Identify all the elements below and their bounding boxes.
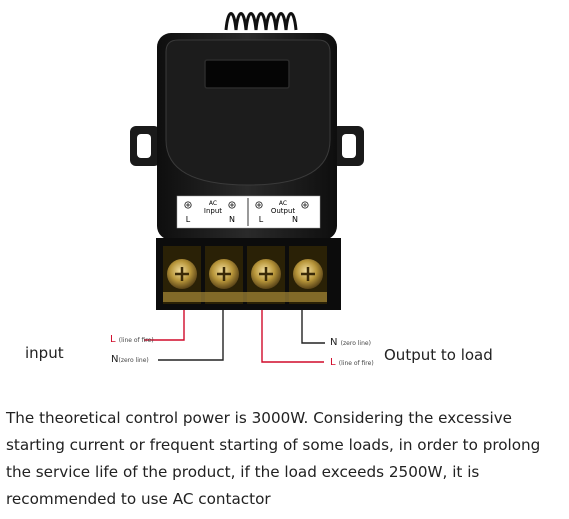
input-group-ac: AC xyxy=(208,200,218,207)
output-group-title: Output xyxy=(270,207,296,215)
wire-note: (line of fire) xyxy=(118,337,154,344)
wire-label-output-neutral: N (zero line) xyxy=(330,337,371,348)
relay-module-diagram xyxy=(130,12,364,363)
wire-input-neutral xyxy=(158,310,224,361)
output-label: Output to load xyxy=(384,346,493,364)
wires xyxy=(144,310,325,363)
wire-label-input-live: L (line of fire) xyxy=(110,334,154,345)
terminal-screws xyxy=(163,246,327,304)
input-label: input xyxy=(25,344,64,362)
wire-label-output-live: L (line of fire) xyxy=(330,357,374,368)
output-group-n: N xyxy=(292,215,298,224)
output-group-ac: AC xyxy=(278,200,288,207)
wire-input-live xyxy=(144,310,185,341)
terminal-label-plate xyxy=(176,195,321,229)
indicator-window xyxy=(204,59,290,89)
input-group-l: L xyxy=(185,215,191,224)
wire-label-input-neutral: N(zero line) xyxy=(111,354,149,365)
screw-icons xyxy=(184,201,309,209)
description-text: The theoretical control power is 3000W. … xyxy=(6,409,541,508)
antenna-coil xyxy=(224,12,298,31)
wire-note: (zero line) xyxy=(340,340,371,347)
wire-note: (zero line) xyxy=(118,357,149,364)
wire-output-live xyxy=(261,310,324,363)
wire-letter: L xyxy=(110,334,116,345)
input-group-title: Input xyxy=(203,207,223,215)
wire-letter: N xyxy=(111,354,119,365)
output-group-l: L xyxy=(258,215,264,224)
wire-letter: L xyxy=(330,357,336,368)
wire-output-neutral xyxy=(301,310,325,344)
input-group-n: N xyxy=(229,215,235,224)
wire-note: (line of fire) xyxy=(338,360,374,367)
wire-letter: N xyxy=(330,337,338,348)
